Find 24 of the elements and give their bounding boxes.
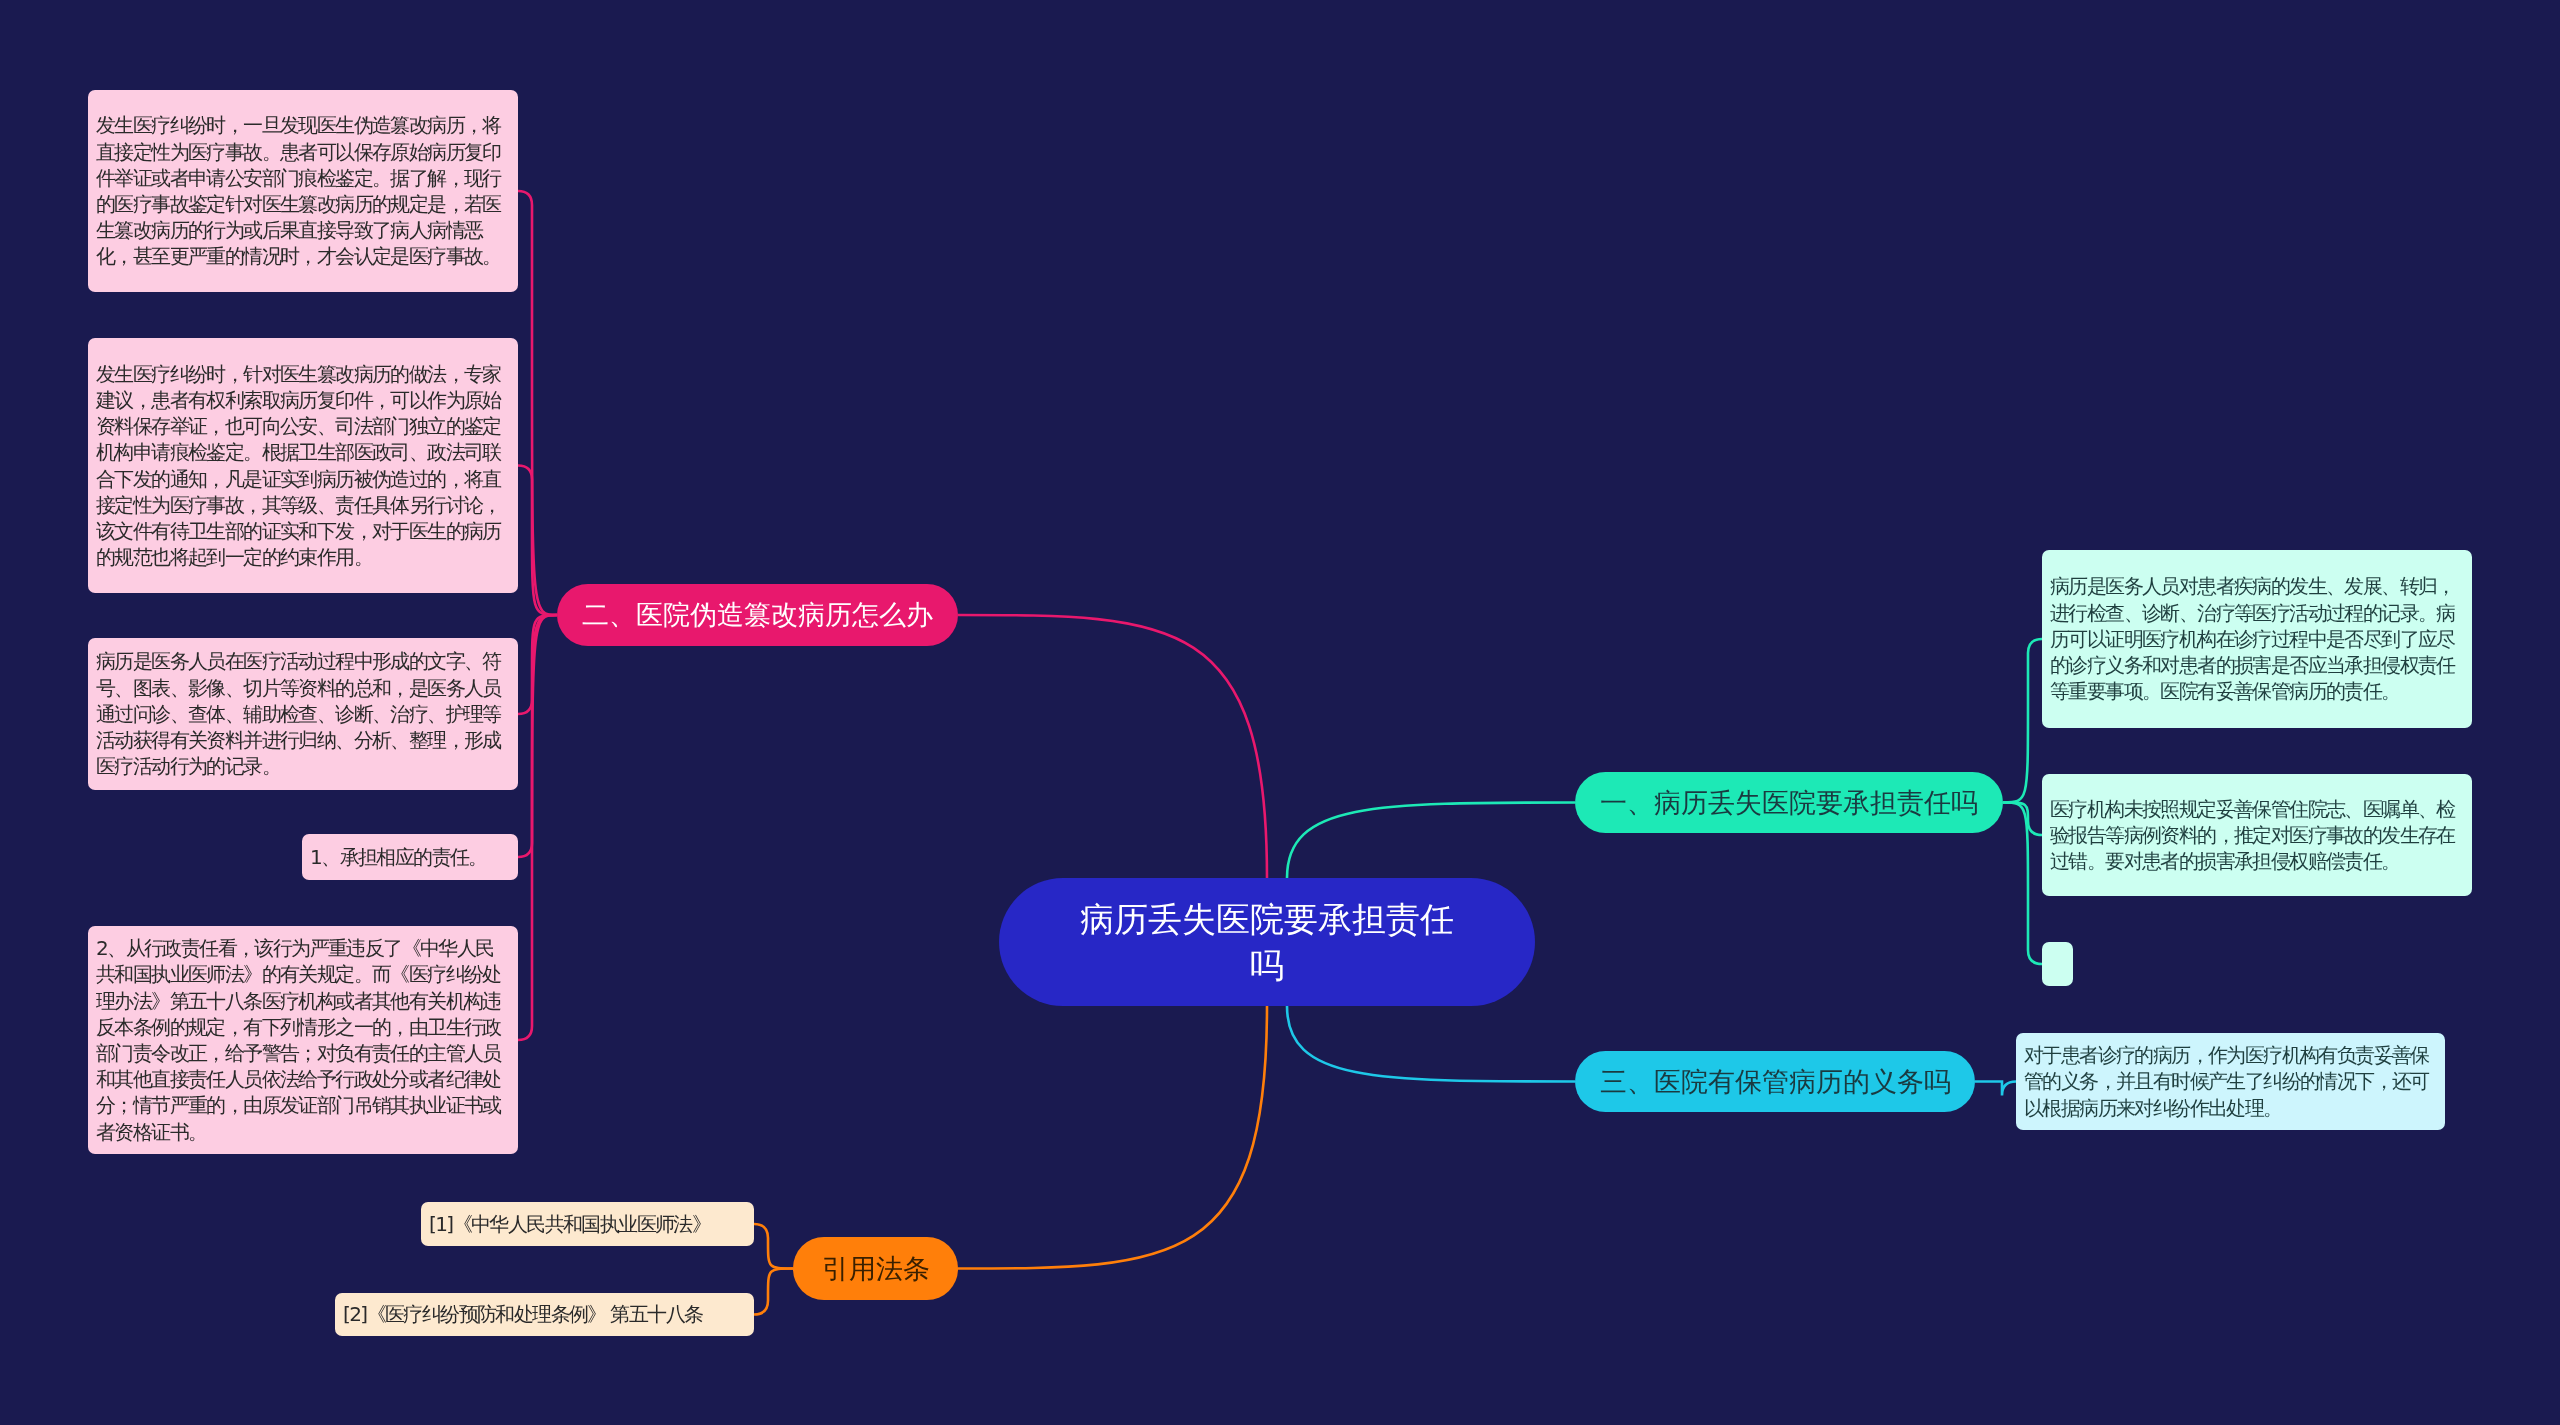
empty-box bbox=[2042, 942, 2073, 986]
note-box: 对于患者诊疗的病历，作为医疗机构有负责妥善保管的义务，并且有时候产生了纠纷的情况下，还可以根据病历来对纠纷作出处理。 bbox=[2016, 1033, 2445, 1130]
note-box: 病历是医务人员对患者疾病的发生、发展、转归，进行检查、诊断、治疗等医疗活动过程的记录。病历可以证明医疗机构在诊疗过程中是否尽到了应尽的诊疗义务和对患者的损害是否应当承担侵权责任等重要事项。医院有妥善保管病历的责任。 bbox=[2042, 550, 2472, 728]
connector-line bbox=[1285, 801, 1575, 879]
central-topic: 病历丢失医院要承担责任吗 bbox=[999, 878, 1535, 1006]
note-box: [2]《医疗纠纷预防和处理条例》 第五十八条 bbox=[335, 1293, 754, 1336]
connector-line bbox=[958, 1005, 1269, 1270]
note-box: 2、从行政责任看，该行为严重违反了《中华人民共和国执业医师法》的有关规定。而《医疗纠纷处理办法》第五十八条医疗机构或者其他有关机构违反本条例的规定，有下列情形之一的，由卫生行政部门责令改正，给予警告；对负有责任的主管人员和其他直接责任人员依法给予行政处分或者纪律处分；情节严重的，由原发证部门吊销其执业证书或者资格证书。 bbox=[88, 926, 518, 1154]
branch-topic: 三、医院有保管病历的义务吗 bbox=[1575, 1051, 1975, 1112]
connector-line bbox=[517, 613, 558, 1042]
note-box: 医疗机构未按照规定妥善保管住院志、医嘱单、检验报告等病例资料的，推定对医疗事故的发生存在过错。要对患者的损害承担侵权赔偿责任。 bbox=[2042, 774, 2472, 896]
note-box: 发生医疗纠纷时，针对医生篡改病历的做法，专家建议，患者有权利索取病历复印件，可以作为原始资料保存举证，也可向公安、司法部门独立的鉴定机构申请痕检鉴定。根据卫生部医政司、政法司联合下发的通知，凡是证实到病历被伪造过的，将直接定性为医疗事故，其等级、责任具体另行讨论，该文件有待卫生部的证实和下发，对于医生的病历的规范也将起到一定的约束作用。 bbox=[88, 338, 518, 593]
connector-line bbox=[958, 613, 1269, 879]
connector-line bbox=[1285, 1005, 1575, 1083]
branch-topic: 二、医院伪造篡改病历怎么办 bbox=[557, 584, 958, 646]
connector-line bbox=[1975, 1080, 2017, 1097]
note-box: 发生医疗纠纷时，一旦发现医生伪造篡改病历，将直接定性为医疗事故。患者可以保存原始病历复印件举证或者申请公安部门痕检鉴定。据了解，现行的医疗事故鉴定针对医生篡改病历的规定是，若医生篡改病历的行为或后果直接导致了病人病情恶化，甚至更严重的情况时，才会认定是医疗事故。 bbox=[88, 90, 518, 292]
branch-topic: 引用法条 bbox=[793, 1237, 958, 1300]
note-box: [1]《中华人民共和国执业医师法》 bbox=[421, 1202, 754, 1246]
connector-line bbox=[753, 1267, 793, 1316]
branch-topic: 一、病历丢失医院要承担责任吗 bbox=[1575, 772, 2003, 833]
note-box: 病历是医务人员在医疗活动过程中形成的文字、符号、图表、影像、切片等资料的总和，是医务人员通过问诊、查体、辅助检查、诊断、治疗、护理等活动获得有关资料并进行归纳、分析、整理，形成医疗活动行为的记录。 bbox=[88, 638, 518, 790]
connector-line bbox=[2003, 801, 2043, 966]
note-box: 1、承担相应的责任。 bbox=[302, 834, 518, 880]
